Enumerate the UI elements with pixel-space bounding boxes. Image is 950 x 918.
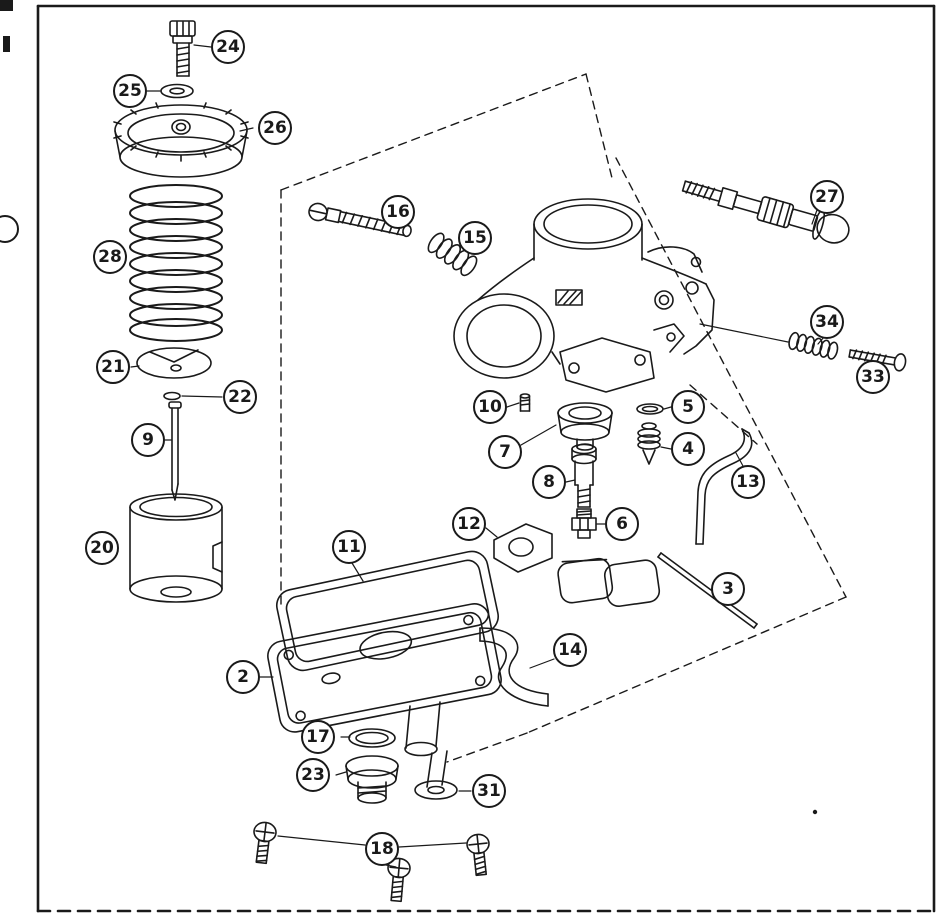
- callout-10: 10: [473, 390, 507, 424]
- callout-25: 25: [113, 74, 147, 108]
- callout-4: 4: [671, 432, 705, 466]
- callout-8: 8: [532, 465, 566, 499]
- part-bowl-oring: [348, 728, 396, 748]
- callout-13: 13: [731, 465, 765, 499]
- callout-26: 26: [258, 111, 292, 145]
- part-float-bowl: [267, 603, 502, 733]
- part-spring-seat: [136, 347, 212, 379]
- part-cap-screw: [169, 20, 196, 77]
- part-float: [557, 557, 661, 608]
- callout-15: 15: [458, 221, 492, 255]
- part-idle-spring: [788, 331, 839, 360]
- callout-28: 28: [93, 240, 127, 274]
- part-throttle-slide: [129, 493, 223, 603]
- page-border: [36, 4, 936, 913]
- part-needle-jet: [571, 443, 597, 508]
- callout-23: 23: [296, 758, 330, 792]
- part-needle-jet-holder: [557, 402, 613, 451]
- callout-31: 31: [472, 774, 506, 808]
- part-bowl-screw-3: [387, 857, 411, 903]
- callout-16: 16: [381, 195, 415, 229]
- edge-circle: [0, 215, 19, 243]
- part-link-rod: [657, 552, 758, 629]
- callout-3: 3: [711, 572, 745, 606]
- callout-24: 24: [211, 30, 245, 64]
- callout-20: 20: [85, 531, 119, 565]
- part-washer: [160, 83, 194, 99]
- part-overflow-bracket: [404, 701, 458, 800]
- part-vent-tube: [695, 428, 753, 545]
- callout-2: 2: [226, 660, 260, 694]
- callout-12: 12: [452, 507, 486, 541]
- part-overflow-hose: [479, 627, 549, 707]
- callout-18: 18: [365, 832, 399, 866]
- part-carburetor-body: [453, 198, 715, 393]
- part-bowl-screw-2: [466, 833, 490, 877]
- part-pilot-jet: [519, 393, 531, 412]
- callout-6: 6: [605, 507, 639, 541]
- part-drain-plug: [345, 755, 399, 804]
- part-float-valve: [493, 523, 553, 573]
- callout-14: 14: [553, 633, 587, 667]
- callout-9: 9: [131, 423, 165, 457]
- part-bowl-gasket: [275, 550, 499, 672]
- part-needle-clip: [163, 391, 181, 401]
- callout-17: 17: [301, 720, 335, 754]
- projection-lines: [280, 73, 847, 763]
- part-oring-small: [636, 403, 664, 415]
- part-air-screw: [637, 422, 661, 465]
- part-choke-assembly: [681, 180, 850, 244]
- part-main-jet: [571, 508, 597, 539]
- callout-11: 11: [332, 530, 366, 564]
- callout-7: 7: [488, 435, 522, 469]
- part-main-spring: [129, 184, 223, 342]
- callout-5: 5: [671, 390, 705, 424]
- callout-27: 27: [810, 180, 844, 214]
- part-bowl-screw-1: [253, 821, 277, 865]
- callout-22: 22: [223, 380, 257, 414]
- callout-33: 33: [856, 360, 890, 394]
- callout-21: 21: [96, 350, 130, 384]
- callout-34: 34: [810, 305, 844, 339]
- scan-marks: [0, 0, 818, 815]
- part-top-cap: [113, 102, 249, 178]
